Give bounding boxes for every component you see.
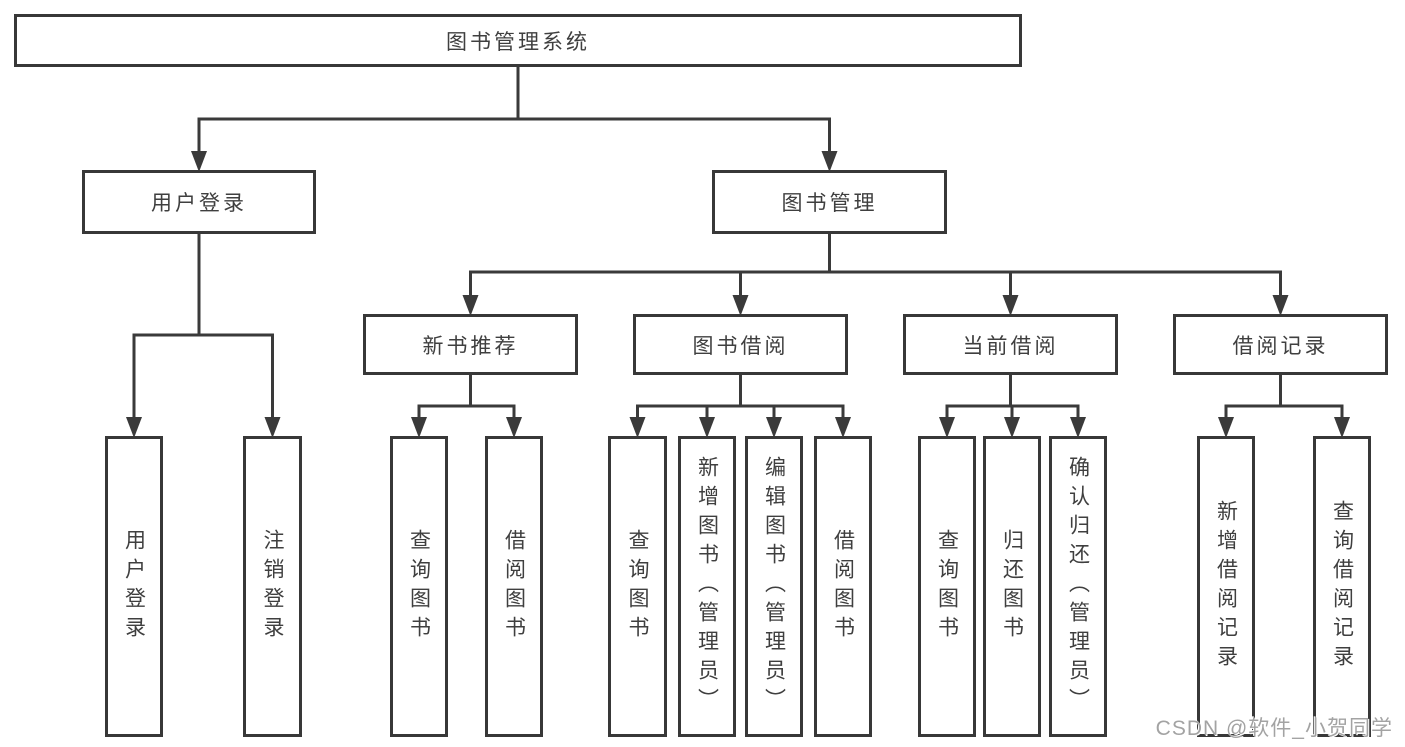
node-label-leaf-add-record: 新增借阅记录 bbox=[1214, 499, 1238, 674]
node-label-new-book-rec: 新书推荐 bbox=[422, 334, 519, 358]
node-leaf-edit-book: 编辑图书（管理员） bbox=[745, 436, 803, 737]
node-label-root: 图书管理系统 bbox=[446, 30, 590, 54]
node-label-leaf-borrow-book-2: 借阅图书 bbox=[831, 528, 855, 645]
node-current-borrow: 当前借阅 bbox=[903, 314, 1118, 375]
node-label-book-borrow: 图书借阅 bbox=[692, 334, 789, 358]
node-leaf-query-record: 查询借阅记录 bbox=[1313, 436, 1371, 737]
node-leaf-borrow-book-1: 借阅图书 bbox=[485, 436, 543, 737]
node-label-borrow-records: 借阅记录 bbox=[1232, 334, 1329, 358]
arrowhead-icon bbox=[939, 417, 955, 438]
node-label-leaf-logout: 注销登录 bbox=[261, 528, 284, 645]
arrowhead-icon bbox=[835, 417, 851, 438]
node-label-leaf-query-book-1: 查询图书 bbox=[407, 528, 431, 645]
node-leaf-query-book-3: 查询图书 bbox=[918, 436, 976, 737]
node-label-leaf-borrow-book-1: 借阅图书 bbox=[502, 528, 526, 645]
arrowhead-icon bbox=[126, 417, 142, 438]
arrowhead-icon bbox=[1272, 295, 1289, 316]
node-label-leaf-query-book-3: 查询图书 bbox=[935, 528, 959, 645]
arrowhead-icon bbox=[264, 417, 281, 438]
arrowhead-icon bbox=[1004, 417, 1020, 438]
node-book-mgmt: 图书管理 bbox=[712, 170, 947, 234]
node-label-leaf-add-book: 新增图书（管理员） bbox=[695, 456, 719, 717]
arrowhead-icon bbox=[1218, 417, 1234, 438]
node-label-leaf-user-login: 用户登录 bbox=[122, 528, 146, 645]
arrowhead-icon bbox=[506, 417, 522, 438]
node-label-leaf-return-book: 归还图书 bbox=[1000, 528, 1024, 645]
node-label-current-borrow: 当前借阅 bbox=[962, 334, 1059, 358]
arrowhead-icon bbox=[629, 417, 646, 438]
arrowhead-icon bbox=[1070, 417, 1086, 438]
node-leaf-borrow-book-2: 借阅图书 bbox=[814, 436, 872, 737]
arrowhead-icon bbox=[821, 151, 838, 172]
arrowhead-icon bbox=[699, 417, 715, 438]
node-leaf-return-book: 归还图书 bbox=[983, 436, 1041, 737]
node-leaf-confirm-return: 确认归还（管理员） bbox=[1049, 436, 1107, 737]
node-leaf-add-book: 新增图书（管理员） bbox=[678, 436, 736, 737]
node-label-book-mgmt: 图书管理 bbox=[781, 192, 878, 215]
node-root: 图书管理系统 bbox=[14, 14, 1022, 67]
node-borrow-records: 借阅记录 bbox=[1173, 314, 1388, 375]
node-leaf-user-login: 用户登录 bbox=[105, 436, 163, 737]
node-leaf-query-book-2: 查询图书 bbox=[608, 436, 667, 737]
node-label-leaf-query-record: 查询借阅记录 bbox=[1330, 499, 1354, 674]
node-label-leaf-confirm-return: 确认归还（管理员） bbox=[1066, 456, 1090, 717]
node-label-user-login: 用户登录 bbox=[151, 192, 247, 215]
arrowhead-icon bbox=[732, 295, 749, 316]
arrowhead-icon bbox=[191, 151, 207, 172]
node-leaf-query-book-1: 查询图书 bbox=[390, 436, 448, 737]
arrowhead-icon bbox=[462, 295, 479, 316]
node-label-leaf-edit-book: 编辑图书（管理员） bbox=[762, 456, 786, 717]
node-book-borrow: 图书借阅 bbox=[633, 314, 848, 375]
node-leaf-add-record: 新增借阅记录 bbox=[1197, 436, 1255, 737]
arrowhead-icon bbox=[1002, 295, 1019, 316]
csdn-watermark: CSDN @软件_小贺同学 bbox=[1155, 717, 1393, 740]
node-user-login: 用户登录 bbox=[82, 170, 316, 234]
node-leaf-logout: 注销登录 bbox=[243, 436, 302, 737]
node-label-leaf-query-book-2: 查询图书 bbox=[626, 528, 649, 645]
arrowhead-icon bbox=[766, 417, 782, 438]
arrowhead-icon bbox=[411, 417, 427, 438]
arrowhead-icon bbox=[1334, 417, 1350, 438]
node-new-book-rec: 新书推荐 bbox=[363, 314, 578, 375]
